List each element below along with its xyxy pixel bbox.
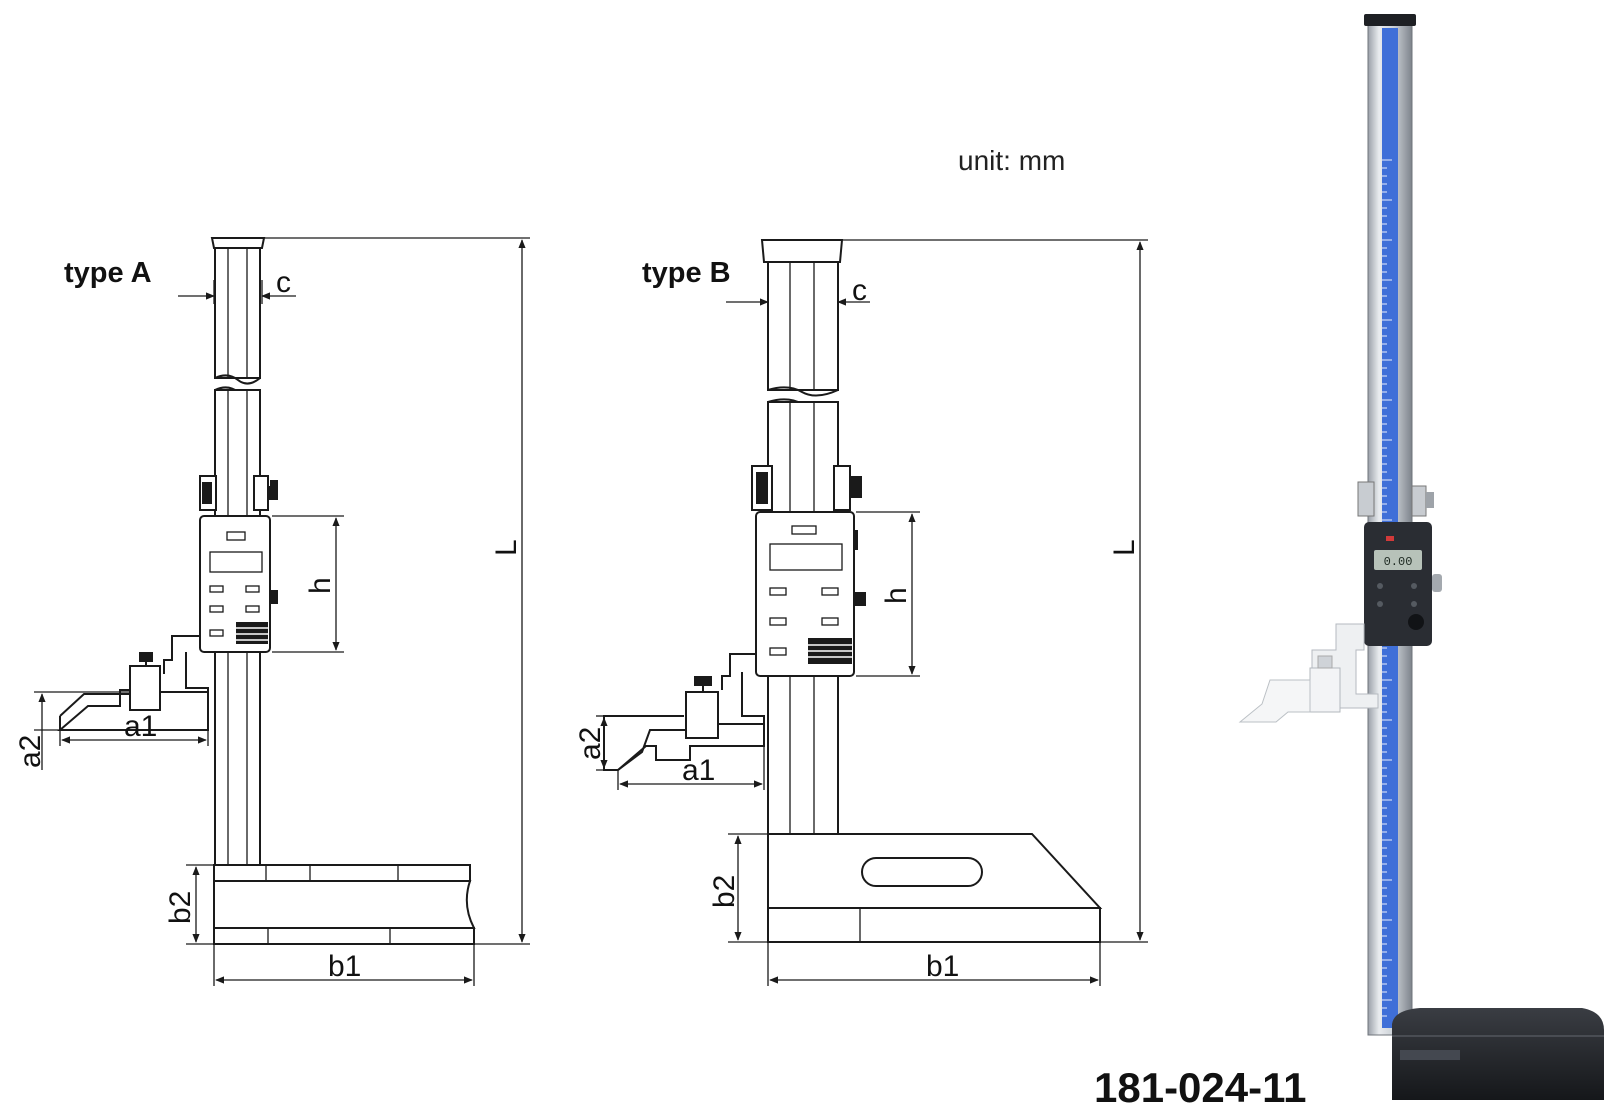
type-a-lcd <box>209 551 263 573</box>
photo-lcd-reading: 0.00 <box>1384 555 1413 569</box>
type-b-label-l: L <box>1108 539 1141 556</box>
type-a-label-c: c <box>276 266 291 299</box>
type-a-label-a2: a2 <box>14 735 47 768</box>
type-b-label-a2: a2 <box>574 727 607 760</box>
type-a-scriber-clamp <box>129 665 161 711</box>
type-a-drawing: type A <box>14 237 530 986</box>
type-a-base-body <box>213 880 476 929</box>
type-b-title: type B <box>642 257 731 289</box>
type-b-label-b2: b2 <box>708 875 741 908</box>
type-b-base-bottom <box>767 907 1101 943</box>
photo-scriber <box>1238 679 1311 723</box>
type-a-label-a1: a1 <box>124 710 157 743</box>
unit-label: unit: mm <box>958 145 1065 176</box>
product-photo: 0.00 <box>1238 14 1604 1100</box>
type-b-label-c: c <box>852 274 867 307</box>
type-b-label-h: h <box>880 587 913 604</box>
photo-base <box>1392 1008 1604 1100</box>
type-b-label-a1: a1 <box>682 754 715 787</box>
type-b-lcd <box>769 543 843 571</box>
type-b-label-b1: b1 <box>926 950 959 983</box>
type-b-scriber-arm <box>721 653 756 690</box>
type-a-title: type A <box>64 257 152 289</box>
photo-scriber-clamp <box>1309 667 1341 713</box>
type-a-label-b2: b2 <box>164 891 197 924</box>
type-a-beam-cap <box>210 237 266 249</box>
type-b-base-slot <box>861 857 983 887</box>
type-b-beam-cap <box>760 239 844 263</box>
type-b-beam-upper <box>767 261 839 391</box>
type-a-label-h: h <box>304 577 337 594</box>
type-a-label-b1: b1 <box>328 950 361 983</box>
photo-fine-clamp <box>1357 481 1375 517</box>
photo-beam-cap <box>1364 14 1416 26</box>
type-b-scriber <box>617 729 686 771</box>
type-a-digital-unit <box>199 515 271 653</box>
photo-lcd <box>1374 550 1422 570</box>
model-number: 181-024-11 <box>1094 1064 1307 1111</box>
type-b-break-line <box>767 386 839 397</box>
type-a-scriber <box>59 693 130 717</box>
type-a-break-line <box>214 374 261 385</box>
type-a-base-bottom <box>213 927 475 945</box>
type-a-label-l: L <box>490 539 523 556</box>
type-a-scriber-arm <box>163 635 200 674</box>
type-a-beam-upper <box>214 247 261 379</box>
photo-fine-adjust-knob <box>1408 614 1424 630</box>
type-b-drawing: type B <box>574 239 1148 986</box>
type-a-base-top <box>213 864 471 882</box>
type-b-scriber-clamp <box>685 691 719 739</box>
